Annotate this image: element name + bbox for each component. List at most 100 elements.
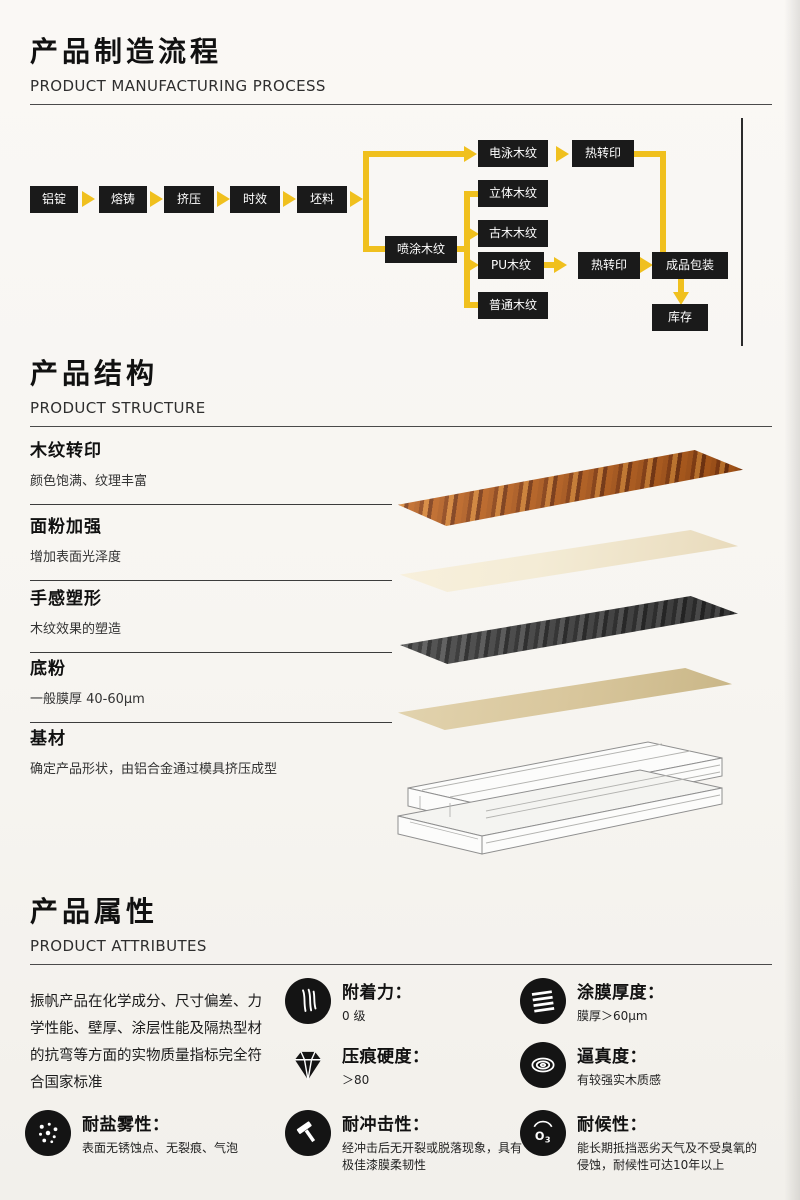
flow-node-casting: 熔铸 — [99, 186, 147, 213]
attr-desc: 膜厚＞60μm — [577, 1009, 648, 1023]
attributes-intro-text: 振帆产品在化学成分、尺寸偏差、力学性能、壁厚、涂层性能及隔热型材的抗弯等方面的实… — [30, 993, 262, 1091]
attr-name: 耐盐雾性： — [82, 1115, 170, 1135]
attr-name: 涂膜厚度： — [577, 983, 665, 1003]
flow-arrow-icon — [466, 226, 479, 242]
flow-line — [634, 151, 666, 157]
layer-row-base-powder: 底粉 一般膜厚 40-60μm — [30, 654, 392, 723]
flow-arrow-icon — [82, 191, 95, 207]
flow-node-heat1: 热转印 — [572, 140, 634, 167]
flow-node-extrusion: 挤压 — [164, 186, 214, 213]
adhesion-icon — [285, 978, 331, 1024]
attr-indentation-hardness: 压痕硬度： ＞80 — [285, 1042, 541, 1089]
attr-salt-spray-resistance: 耐盐雾性： 表面无锈蚀点、无裂痕、气泡 — [25, 1110, 281, 1157]
section-process-header: 产品制造流程 PRODUCT MANUFACTURING PROCESS — [30, 30, 772, 105]
structure-title-cn: 产品结构 — [30, 357, 159, 390]
layer-wood-grain-sheet — [398, 450, 743, 526]
page-edge-line — [741, 118, 743, 346]
layer-desc: 木纹效果的塑造 — [30, 622, 122, 637]
flow-node-stock: 库存 — [652, 304, 708, 331]
attributes-title-cn: 产品属性 — [30, 895, 159, 928]
attr-desc: 经冲击后无开裂或脱落现象，具有极佳漆膜柔韧性 — [342, 1141, 523, 1172]
flow-arrow-icon — [640, 257, 653, 273]
svg-text:3: 3 — [545, 1134, 551, 1144]
layer-desc: 确定产品形状，由铝合金通过模具挤压成型 — [30, 762, 278, 777]
layer-name: 底粉 — [30, 659, 66, 679]
flow-node-pu: PU木纹 — [478, 252, 544, 279]
flow-arrow-icon — [464, 146, 477, 162]
flow-line — [457, 246, 467, 252]
weather-ozone-icon: O 3 — [520, 1110, 566, 1156]
attr-adhesion: 附着力： 0 级 — [285, 978, 541, 1025]
layer-row-wood-transfer: 木纹转印 颜色饱满、纹理丰富 — [30, 436, 392, 505]
attributes-title-en: PRODUCT ATTRIBUTES — [30, 937, 207, 955]
flow-node-heat2: 热转印 — [578, 252, 640, 279]
attr-realism: 逼真度： 有较强实木质感 — [520, 1042, 776, 1089]
attr-desc: 0 级 — [342, 1009, 366, 1023]
attr-name: 耐冲击性： — [342, 1115, 430, 1135]
layer-tan-sheet — [398, 668, 732, 730]
layer-desc: 增加表面光泽度 — [30, 550, 122, 565]
process-title-cn: 产品制造流程 — [30, 35, 223, 68]
attr-film-thickness: 涂膜厚度： 膜厚＞60μm — [520, 978, 776, 1025]
section-structure-header: 产品结构 PRODUCT STRUCTURE — [30, 352, 772, 427]
flow-node-ingot: 铝锭 — [30, 186, 78, 213]
flow-line — [464, 302, 478, 308]
flow-node-ancient: 古木木纹 — [478, 220, 548, 247]
attr-weather-resistance: O 3 耐候性： 能长期抵挡恶劣天气及不受臭氧的侵蚀，耐候性可达10年以上 — [520, 1110, 776, 1174]
hardness-diamond-icon — [285, 1042, 331, 1088]
flow-node-spray: 喷涂木纹 — [385, 236, 457, 263]
header-rule — [30, 104, 772, 105]
section-attributes-header: 产品属性 PRODUCT ATTRIBUTES — [30, 890, 772, 965]
flow-line — [678, 279, 684, 292]
flow-arrow-icon — [556, 146, 569, 162]
attr-name: 附着力： — [342, 983, 412, 1003]
layer-row-powder-reinforce: 面粉加强 增加表面光泽度 — [30, 512, 392, 581]
flow-line — [363, 246, 385, 252]
svg-text:O: O — [535, 1130, 545, 1143]
flow-node-electro: 电泳木纹 — [478, 140, 548, 167]
attr-desc: 表面无锈蚀点、无裂痕、气泡 — [82, 1141, 239, 1155]
aluminum-profile-drawing — [397, 741, 723, 855]
flow-line — [464, 191, 470, 308]
attr-name: 压痕硬度： — [342, 1047, 430, 1067]
layer-name: 木纹转印 — [30, 441, 102, 461]
structure-title-en: PRODUCT STRUCTURE — [30, 399, 206, 417]
attr-desc: 能长期抵挡恶劣天气及不受臭氧的侵蚀，耐候性可达10年以上 — [577, 1141, 758, 1172]
salt-spray-icon — [25, 1110, 71, 1156]
layer-cream-sheet — [400, 530, 738, 592]
flow-line — [544, 262, 554, 268]
realism-wood-grain-icon — [520, 1042, 566, 1088]
flow-arrow-icon — [466, 257, 479, 273]
attr-impact-resistance: 耐冲击性： 经冲击后无开裂或脱落现象，具有极佳漆膜柔韧性 — [285, 1110, 541, 1174]
flow-arrow-down-icon — [673, 292, 689, 305]
attr-desc: ＞80 — [342, 1073, 370, 1087]
flow-line — [660, 151, 666, 252]
layer-row-substrate: 基材 确定产品形状，由铝合金通过模具挤压成型 — [30, 724, 392, 792]
layer-row-texture-shaping: 手感塑形 木纹效果的塑造 — [30, 584, 392, 653]
attr-desc: 有较强实木质感 — [577, 1073, 662, 1087]
layer-name: 手感塑形 — [30, 589, 102, 609]
layer-name: 基材 — [30, 729, 66, 749]
process-title-en: PRODUCT MANUFACTURING PROCESS — [30, 77, 326, 95]
attr-name: 耐候性： — [577, 1115, 647, 1135]
flow-node-ordinary: 普通木纹 — [478, 292, 548, 319]
attr-name: 逼真度： — [577, 1047, 647, 1067]
film-thickness-icon — [520, 978, 566, 1024]
header-rule — [30, 964, 772, 965]
flow-arrow-icon — [217, 191, 230, 207]
flow-line — [464, 191, 478, 197]
flow-node-billet: 坯料 — [297, 186, 347, 213]
layer-desc: 颜色饱满、纹理丰富 — [30, 474, 148, 489]
manufacturing-flowchart: 铝锭 熔铸 挤压 时效 坯料 电泳木纹 热转印 喷涂木纹 立体木纹 古木木纹 P… — [0, 118, 800, 358]
page-edge-shadow — [784, 0, 800, 1200]
impact-hammer-icon — [285, 1110, 331, 1156]
layer-name: 面粉加强 — [30, 517, 102, 537]
header-rule — [30, 426, 772, 427]
flow-line — [363, 151, 369, 252]
flow-node-aging: 时效 — [230, 186, 280, 213]
flow-line — [363, 151, 464, 157]
flow-arrow-icon — [150, 191, 163, 207]
flow-node-packaging: 成品包装 — [652, 252, 728, 279]
flow-node-solid: 立体木纹 — [478, 180, 548, 207]
